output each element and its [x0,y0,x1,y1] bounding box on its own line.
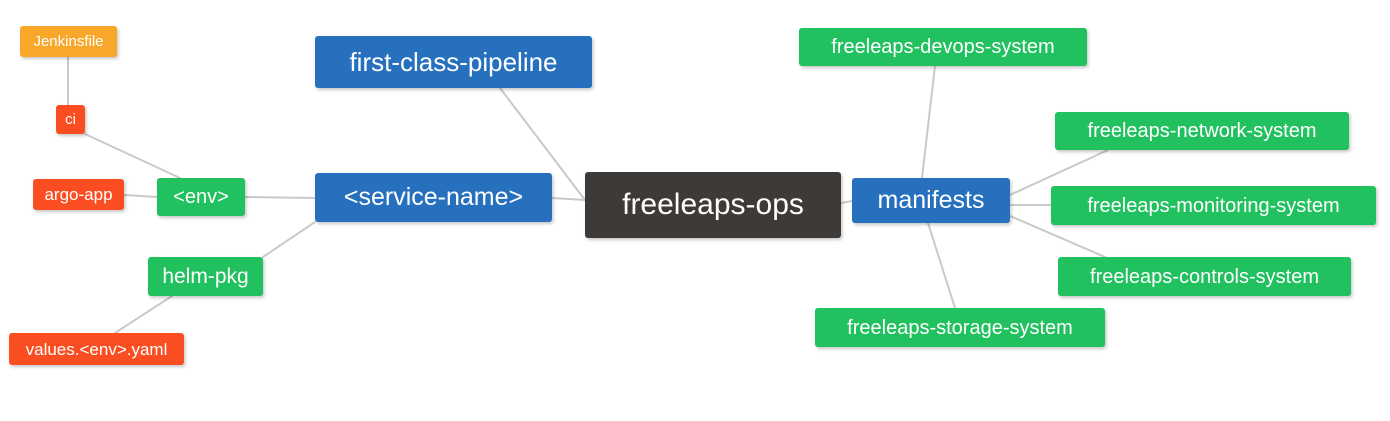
edge-service-name-to-helm-pkg [262,221,316,258]
node-label-freeleaps-network-system: freeleaps-network-system [1087,120,1317,142]
node-label-manifests: manifests [877,186,985,214]
node-freeleaps-monitoring-system[interactable]: freeleaps-monitoring-system [1051,186,1376,225]
node-manifests[interactable]: manifests [852,178,1010,223]
node-label-argo-app: argo-app [44,185,113,204]
edge-env-to-ci [84,133,181,179]
node-ci[interactable]: ci [56,105,85,134]
node-env[interactable]: <env> [157,178,245,216]
node-label-helm-pkg: helm-pkg [162,265,249,288]
node-label-jenkinsfile: Jenkinsfile [33,33,104,50]
node-label-freeleaps-controls-system: freeleaps-controls-system [1090,265,1319,288]
node-label-freeleaps-storage-system: freeleaps-storage-system [847,316,1073,339]
node-argo-app[interactable]: argo-app [33,179,124,210]
edge-freeleaps-ops-to-service-name [551,197,586,201]
node-freeleaps-devops-system[interactable]: freeleaps-devops-system [799,28,1087,66]
edge-helm-pkg-to-values-env-yaml [114,295,173,334]
node-label-freeleaps-monitoring-system: freeleaps-monitoring-system [1087,194,1340,217]
node-freeleaps-ops[interactable]: freeleaps-ops [585,172,841,238]
node-freeleaps-storage-system[interactable]: freeleaps-storage-system [815,308,1105,347]
node-label-first-class-pipeline: first-class-pipeline [349,47,558,77]
node-label-freeleaps-devops-system: freeleaps-devops-system [831,36,1055,58]
node-label-values-env-yaml: values.<env>.yaml [25,339,168,359]
edge-manifests-to-freeleaps-storage-system [927,222,956,309]
node-label-service-name: <service-name> [343,183,524,211]
edge-freeleaps-ops-to-manifests [840,200,853,204]
node-jenkinsfile[interactable]: Jenkinsfile [20,26,117,57]
node-helm-pkg[interactable]: helm-pkg [148,257,263,296]
node-values-env-yaml[interactable]: values.<env>.yaml [9,333,184,365]
node-freeleaps-network-system[interactable]: freeleaps-network-system [1055,112,1349,150]
node-label-env: <env> [173,186,229,208]
edge-manifests-to-freeleaps-devops-system [921,65,936,179]
node-service-name[interactable]: <service-name> [315,173,552,222]
edge-env-to-argo-app [123,194,158,198]
node-first-class-pipeline[interactable]: first-class-pipeline [315,36,592,88]
edge-service-name-to-env [244,196,316,199]
node-label-freeleaps-ops: freeleaps-ops [622,188,804,221]
node-freeleaps-controls-system[interactable]: freeleaps-controls-system [1058,257,1351,296]
node-label-ci: ci [65,111,76,128]
